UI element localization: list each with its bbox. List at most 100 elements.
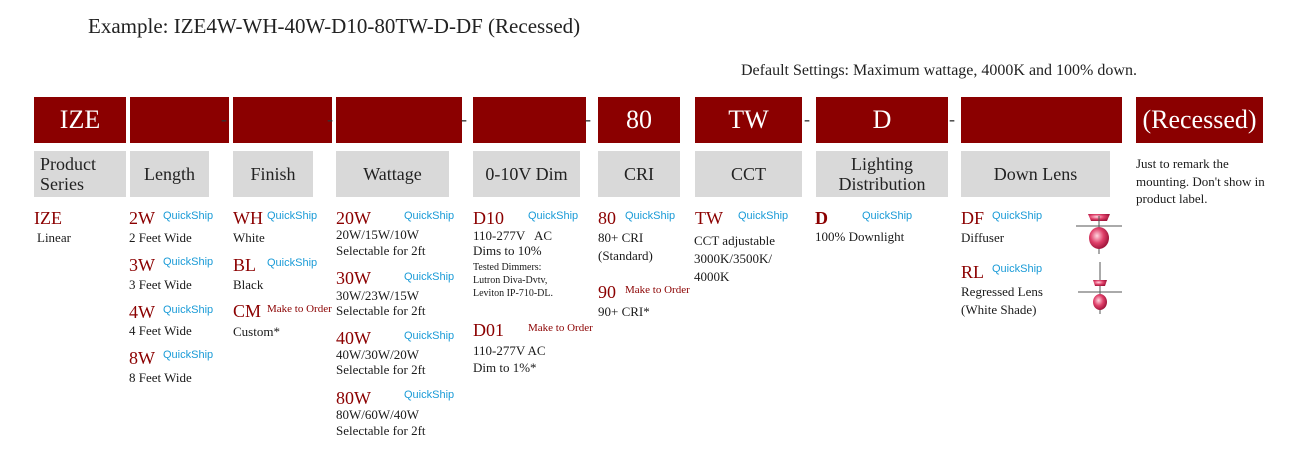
option-desc: White	[233, 230, 265, 245]
option-code: 80	[598, 208, 616, 228]
option-desc: CCT adjustable	[694, 233, 776, 248]
quickship-badge: QuickShip	[625, 210, 676, 222]
label-cct: CCT	[695, 151, 802, 197]
option-desc: 110-277V AC	[473, 228, 553, 243]
option-code: TW	[695, 208, 723, 228]
label-cri: CRI	[598, 151, 680, 197]
default-settings: Default Settings: Maximum wattage, 4000K…	[741, 62, 1137, 79]
option-code: D10	[473, 208, 504, 228]
quickship-badge: QuickShip	[267, 210, 318, 222]
quickship-badge: QuickShip	[528, 210, 579, 222]
option-code: 90	[598, 282, 616, 302]
header-wattage	[336, 97, 462, 143]
option-code: 40W	[336, 328, 371, 348]
option-code: RL	[961, 262, 985, 282]
option-desc: Dims to 10%	[473, 243, 542, 258]
option-desc: 4000K	[694, 269, 730, 284]
option-desc: Dim to 1%*	[473, 360, 537, 375]
header-mounting: (Recessed)	[1136, 97, 1263, 143]
header-finish	[233, 97, 332, 143]
quickship-badge: QuickShip	[738, 210, 789, 222]
quickship-badge: QuickShip	[163, 256, 214, 268]
quickship-badge: QuickShip	[404, 210, 455, 222]
header-cct: TW	[695, 97, 802, 143]
label-down-lens: Down Lens	[961, 151, 1110, 197]
option-code: 20W	[336, 208, 371, 228]
quickship-badge: QuickShip	[862, 210, 913, 222]
header-length	[130, 97, 229, 143]
make-to-order-badge: Make to Order	[267, 303, 332, 315]
option-code: 30W	[336, 268, 371, 288]
option-code: D01	[473, 320, 504, 340]
option-desc: Linear	[37, 230, 71, 245]
diffuser-lens-illustration	[1076, 214, 1122, 254]
option-code: WH	[233, 208, 263, 228]
option-desc: Regressed Lens	[961, 284, 1043, 299]
regressed-lens-illustration	[1078, 262, 1122, 314]
example-title: Example: IZE4W-WH-40W-D10-80TW-D-DF (Rec…	[88, 14, 581, 38]
option-code: BL	[233, 255, 257, 275]
option-code: 3W	[129, 255, 155, 275]
option-desc: 90+ CRI*	[598, 304, 650, 319]
option-code: CM	[233, 301, 262, 321]
separator-dash: -	[585, 109, 591, 129]
option-desc: Black	[233, 277, 264, 292]
option-desc: Selectable for 2ft	[336, 362, 426, 377]
option-desc: 30W/23W/15W	[336, 288, 420, 303]
option-desc: 3 Feet Wide	[129, 277, 192, 292]
separator-dash: -	[221, 109, 227, 129]
quickship-badge: QuickShip	[992, 263, 1043, 275]
separator-dash: -	[461, 109, 467, 129]
option-desc: 3000K/3500K/	[694, 251, 772, 266]
option-desc: 4 Feet Wide	[129, 323, 192, 338]
label-length: Length	[130, 151, 209, 197]
quickship-badge: QuickShip	[163, 349, 214, 361]
option-desc: Custom*	[233, 324, 280, 339]
option-code: IZE	[34, 208, 62, 228]
label-finish: Finish	[233, 151, 313, 197]
option-desc: (White Shade)	[961, 302, 1037, 317]
option-desc: Selectable for 2ft	[336, 423, 426, 438]
option-desc: 2 Feet Wide	[129, 230, 192, 245]
quickship-badge: QuickShip	[404, 271, 455, 283]
label-dim: 0-10V Dim	[473, 151, 580, 197]
make-to-order-badge: Make to Order	[625, 284, 690, 296]
option-desc: 80+ CRI	[598, 230, 644, 245]
option-code: 4W	[129, 302, 155, 322]
header-lens	[961, 97, 1122, 143]
quickship-badge: QuickShip	[992, 210, 1043, 222]
option-desc: 40W/30W/20W	[336, 347, 420, 362]
quickship-badge: QuickShip	[267, 257, 318, 269]
option-desc: 8 Feet Wide	[129, 370, 192, 385]
option-code: 8W	[129, 348, 155, 368]
tested-dimmer: Lutron Diva-Dvtv,	[473, 275, 548, 286]
mounting-note: Just to remark the mounting. Don't show …	[1136, 156, 1265, 206]
option-desc: Selectable for 2ft	[336, 303, 426, 318]
tested-dimmer: Leviton IP-710-DL.	[473, 288, 553, 299]
option-desc: 110-277V AC	[473, 343, 546, 358]
header-cri: 80	[598, 97, 680, 143]
option-desc: Selectable for 2ft	[336, 243, 426, 258]
label-product-series: Product Series	[34, 151, 126, 197]
quickship-badge: QuickShip	[163, 304, 214, 316]
option-desc: 80W/60W/40W	[336, 407, 420, 422]
tested-dimmers-label: Tested Dimmers:	[473, 262, 542, 273]
quickship-badge: QuickShip	[404, 330, 455, 342]
option-desc: Diffuser	[961, 230, 1005, 245]
quickship-badge: QuickShip	[163, 210, 214, 222]
option-code: DF	[961, 208, 985, 228]
label-wattage: Wattage	[336, 151, 449, 197]
header-dim	[473, 97, 586, 143]
option-desc: 100% Downlight	[815, 229, 905, 244]
header-distribution: D	[816, 97, 948, 143]
option-desc: (Standard)	[598, 248, 653, 263]
option-code: D	[815, 208, 828, 228]
quickship-badge: QuickShip	[404, 389, 455, 401]
separator-dash: -	[327, 109, 333, 129]
separator-dash: -	[804, 109, 810, 129]
separator-dash: -	[949, 109, 955, 129]
make-to-order-badge: Make to Order	[528, 322, 593, 334]
option-code: 80W	[336, 388, 371, 408]
header-series: IZE	[34, 97, 126, 143]
option-desc: 20W/15W/10W	[336, 227, 420, 242]
